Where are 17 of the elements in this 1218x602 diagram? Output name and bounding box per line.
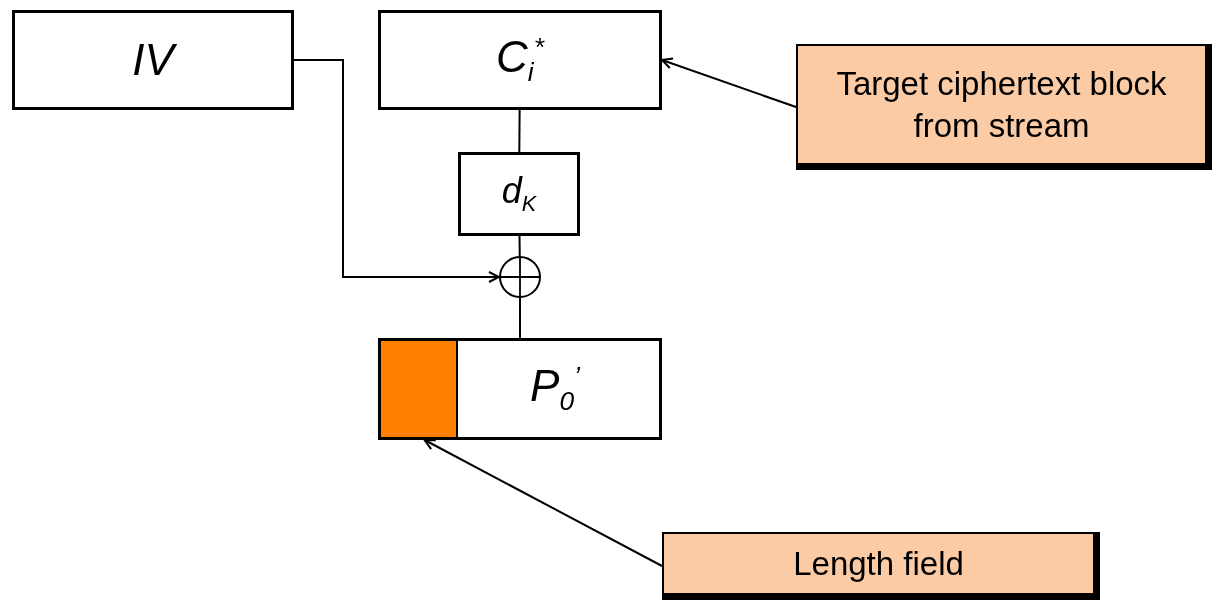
connector-line <box>518 109 521 153</box>
callout-text: Length field <box>792 543 965 584</box>
xor-symbol <box>499 256 541 298</box>
callout-box <box>796 44 1212 170</box>
block-box <box>378 338 662 440</box>
connector-line <box>518 235 521 257</box>
block-box <box>378 10 662 110</box>
arrow <box>293 59 500 283</box>
length-field-segment <box>378 338 458 440</box>
arrow <box>423 439 663 567</box>
callout-text: Target ciphertext block from stream <box>835 64 1168 146</box>
block-box <box>12 10 294 110</box>
connector-line <box>519 297 521 339</box>
arrow <box>661 57 797 108</box>
block-box <box>458 152 580 236</box>
callout-box <box>662 532 1100 600</box>
math-symbol: d$_{K}$ <box>501 173 537 215</box>
